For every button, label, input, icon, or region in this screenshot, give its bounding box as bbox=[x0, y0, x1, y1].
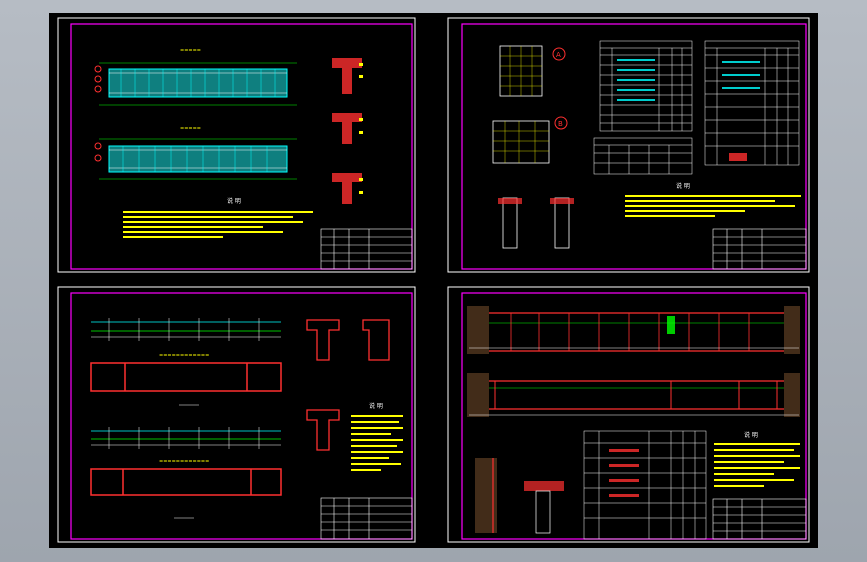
sheet-3[interactable]: ============ ============ bbox=[57, 286, 416, 543]
sheet-2[interactable]: A B bbox=[447, 17, 810, 273]
title-block-1 bbox=[320, 228, 413, 270]
beam-sections-3 bbox=[306, 319, 390, 451]
beam-elevation-1: ===== bbox=[94, 48, 297, 106]
beam-rebar-elevation-3a: ============ bbox=[90, 318, 282, 406]
svg-text:=====: ===== bbox=[180, 126, 201, 132]
sheet-1[interactable]: ===== ===== bbox=[57, 17, 416, 273]
column-sections-2 bbox=[498, 197, 574, 249]
title-block-3 bbox=[320, 497, 413, 540]
rebar-table-4 bbox=[583, 430, 707, 540]
svg-text:说 明: 说 明 bbox=[227, 197, 241, 205]
notes-1: 说 明 bbox=[123, 197, 313, 238]
notes-2: 说 明 bbox=[625, 182, 801, 217]
svg-text:============: ============ bbox=[159, 353, 209, 359]
title-block-2 bbox=[712, 228, 807, 270]
rebar-table-1 bbox=[599, 40, 693, 132]
beam-sections-1 bbox=[332, 58, 363, 204]
detail-mark-a: A bbox=[556, 51, 561, 59]
title-block-4 bbox=[712, 498, 807, 540]
detail-mark-b: B bbox=[558, 120, 563, 128]
long-beam-elevation-4a bbox=[467, 306, 800, 354]
long-beam-elevation-4b bbox=[467, 373, 800, 417]
notes-4: 说 明 bbox=[714, 431, 800, 487]
svg-text:说 明: 说 明 bbox=[744, 431, 758, 439]
rebar-table-2 bbox=[704, 40, 800, 166]
notes-3: 说 明 bbox=[351, 402, 403, 471]
rebar-table-3 bbox=[593, 137, 693, 175]
cad-sheets-svg: ===== ===== bbox=[57, 17, 810, 543]
svg-text:============: ============ bbox=[159, 459, 209, 465]
plan-view-b: B bbox=[492, 116, 568, 164]
beam-elevation-2: ===== bbox=[94, 126, 297, 180]
svg-text:说 明: 说 明 bbox=[369, 402, 383, 410]
cad-drawing-canvas[interactable]: ===== ===== bbox=[49, 13, 818, 548]
svg-text:说 明: 说 明 bbox=[676, 182, 690, 190]
beam-rebar-elevation-3b: ============ bbox=[90, 427, 282, 519]
sheet-4[interactable]: 说 明 bbox=[447, 286, 810, 543]
plan-view-a: A bbox=[499, 45, 566, 97]
wall-sections-4 bbox=[475, 458, 564, 534]
svg-text:=====: ===== bbox=[180, 48, 201, 54]
